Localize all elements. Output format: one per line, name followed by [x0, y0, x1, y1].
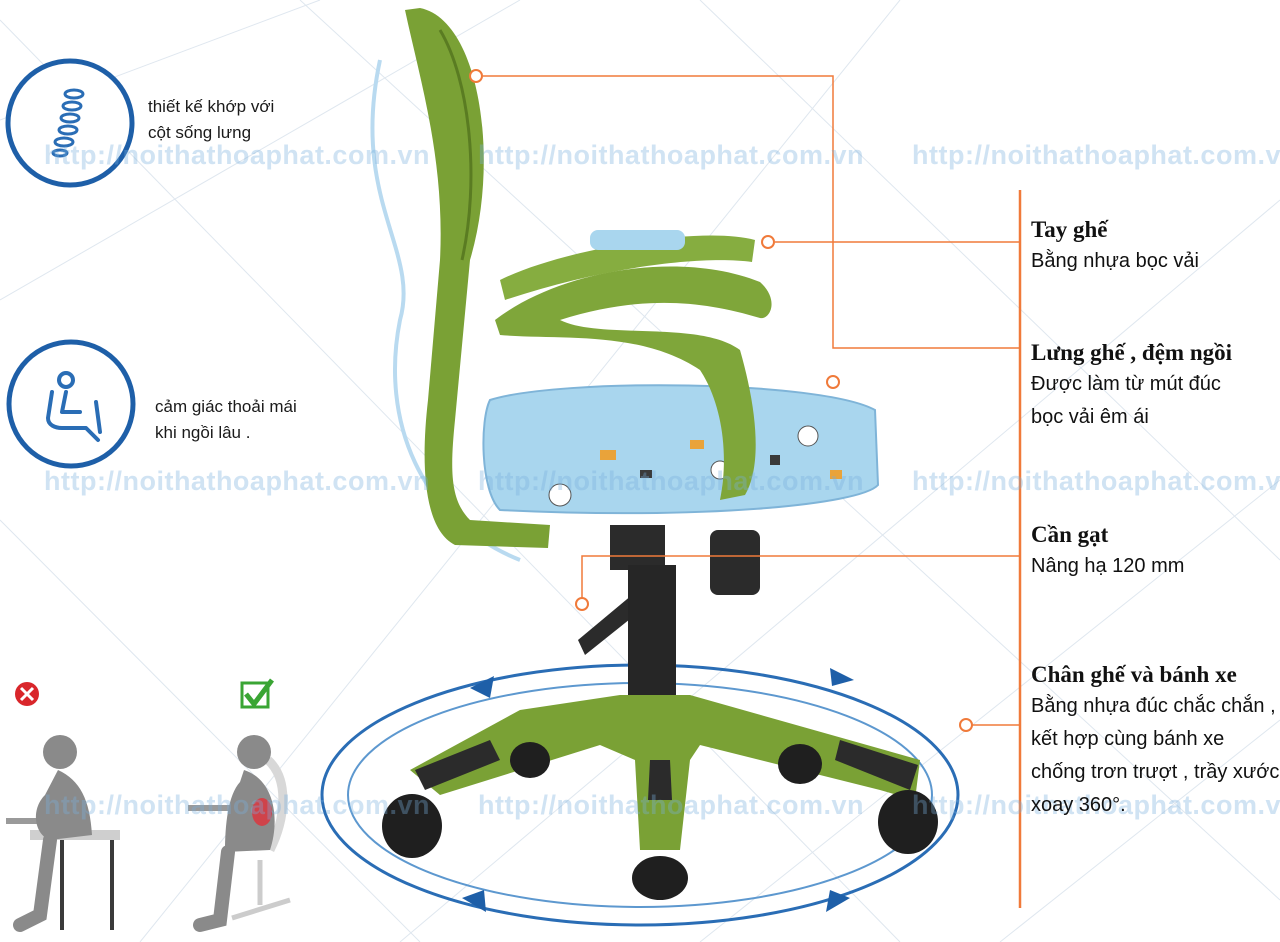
callout-lines [483, 75, 1022, 908]
seated-person-icon [46, 371, 102, 442]
watermark: http://noithathoaphat.com.vn [44, 140, 430, 170]
spec-title: Chân ghế và bánh xe [1031, 662, 1237, 687]
correct-posture-illustration [188, 678, 291, 932]
spec-line: kết hợp cùng bánh xe [1031, 728, 1225, 750]
watermark: http://noithathoaphat.com.vn [478, 790, 864, 820]
spec-title: Lưng ghế , đệm ngồi [1031, 340, 1233, 365]
feature-circle-spine [5, 58, 135, 188]
spec-line: Bằng nhựa bọc vải [1031, 250, 1199, 272]
watermark: http://noithathoaphat.com.vn [912, 790, 1280, 820]
spec-backrest-seat: Lưng ghế , đệm ngồi Được làm từ mút đúc … [1031, 338, 1232, 434]
chair [382, 8, 938, 900]
spec-armrest: Tay ghế Bằng nhựa bọc vải [1031, 215, 1199, 278]
spec-line: Bằng nhựa đúc chắc chắn , [1031, 695, 1276, 717]
spine-icon [51, 88, 85, 158]
spec-base-wheels: Chân ghế và bánh xe Bằng nhựa đúc chắc c… [1031, 660, 1280, 822]
feature-caption-comfort: cảm giác thoải mái khi ngồi lâu . [155, 397, 297, 442]
spec-line: chống trơn trượt , trầy xước , [1031, 761, 1280, 783]
feature-caption-spine: thiết kế khớp với cột sống lưng [148, 97, 275, 142]
spec-line: Nâng hạ 120 mm [1031, 555, 1185, 577]
spec-line: Được làm từ mút đúc [1031, 373, 1221, 395]
watermark: http://noithathoaphat.com.vn [478, 140, 864, 170]
feature-circle-comfort [6, 339, 136, 469]
spec-title: Tay ghế [1031, 217, 1108, 242]
watermark: http://noithathoaphat.com.vn [912, 140, 1280, 170]
spec-title: Cần gạt [1031, 522, 1109, 547]
wrong-posture-illustration [6, 682, 120, 932]
spec-lever: Cần gạt Nâng hạ 120 mm [1031, 520, 1184, 583]
spec-line: bọc vải êm ái [1031, 406, 1149, 428]
watermark: http://noithathoaphat.com.vn [44, 790, 430, 820]
watermark: http://noithathoaphat.com.vn [912, 466, 1280, 496]
callout-dots [469, 69, 973, 732]
watermark: http://noithathoaphat.com.vn [478, 466, 864, 496]
watermark: http://noithathoaphat.com.vn [44, 466, 430, 496]
spec-line: xoay 360°. [1031, 794, 1126, 816]
